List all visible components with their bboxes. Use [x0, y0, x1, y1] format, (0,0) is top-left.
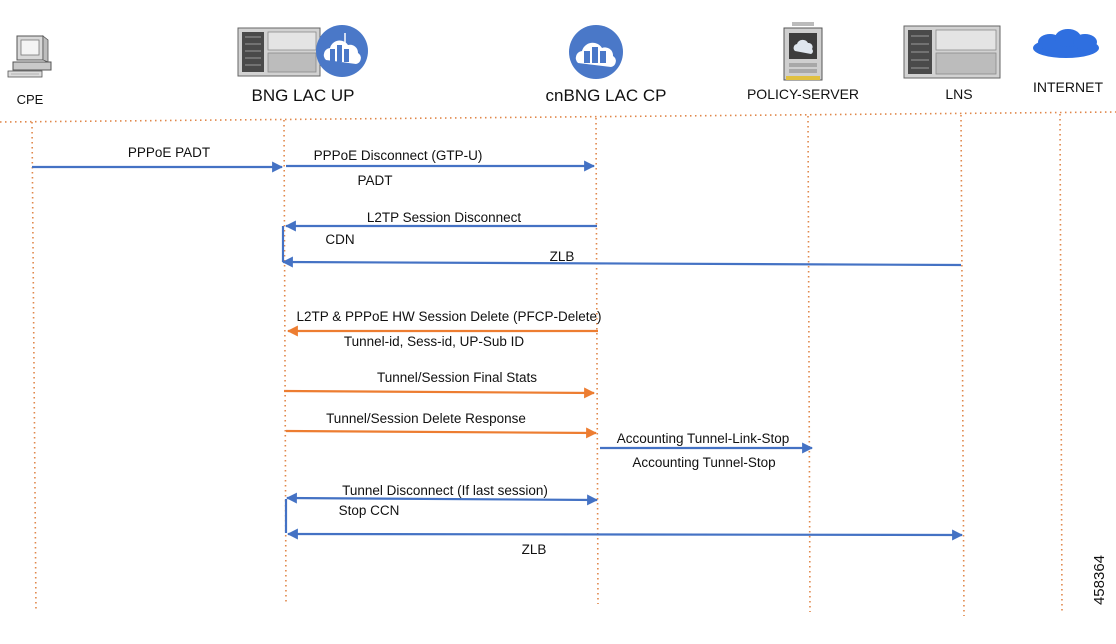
message-arrow	[285, 492, 599, 506]
message-label: Tunnel/Session Final Stats	[377, 370, 537, 385]
message-label: L2TP Session Disconnect	[367, 210, 522, 225]
router-chassis-icon	[903, 25, 1001, 79]
cloud-server-icon	[569, 25, 623, 79]
figure-id: 458364	[1091, 555, 1108, 605]
message-arrow	[283, 387, 596, 399]
message-arrow	[286, 528, 964, 541]
participant-label-lns: LNS	[945, 86, 972, 102]
server-tower-icon	[783, 22, 823, 81]
participant-label-cpe: CPE	[17, 92, 44, 107]
message-label: Tunnel Disconnect (If last session)	[342, 483, 548, 498]
router-chassis-cloud-icon	[237, 25, 368, 77]
lifeline-bng-lac-up	[283, 119, 287, 605]
cloud-icon	[1033, 29, 1099, 58]
participant-label-bng-lac-up: BNG LAC UP	[252, 86, 355, 105]
message-arrow	[285, 427, 598, 439]
message-label: ZLB	[550, 249, 575, 264]
lifeline-lns	[960, 114, 965, 617]
message-label: PPPoE PADT	[128, 145, 210, 160]
participant-label-policy-server: POLICY-SERVER	[747, 86, 859, 102]
message-label: L2TP & PPPoE HW Session Delete (PFCP-Del…	[296, 309, 601, 324]
header-separator	[0, 111, 1116, 123]
lifeline-internet	[1059, 113, 1063, 613]
message-label: Accounting Tunnel-Link-Stop	[617, 431, 790, 446]
message-sublabel: Tunnel-id, Sess-id, UP-Sub ID	[344, 334, 525, 349]
message-sublabel: Accounting Tunnel-Stop	[632, 455, 775, 470]
participant-label-internet: INTERNET	[1033, 79, 1103, 95]
message-arrow	[281, 256, 962, 268]
message-sublabel: CDN	[325, 232, 354, 247]
message-label: ZLB	[522, 542, 547, 557]
lifeline-policy-server	[807, 115, 811, 613]
lifeline-cnbng-lac-cp	[595, 117, 599, 605]
message-label: Tunnel/Session Delete Response	[326, 411, 526, 426]
participant-label-cnbng-lac-cp: cnBNG LAC CP	[546, 86, 667, 105]
message-sublabel: PADT	[357, 173, 392, 188]
message-label: PPPoE Disconnect (GTP-U)	[314, 148, 483, 163]
desktop-computer-icon	[7, 35, 52, 78]
message-sublabel: Stop CCN	[339, 503, 400, 518]
lifeline-cpe	[31, 121, 37, 613]
